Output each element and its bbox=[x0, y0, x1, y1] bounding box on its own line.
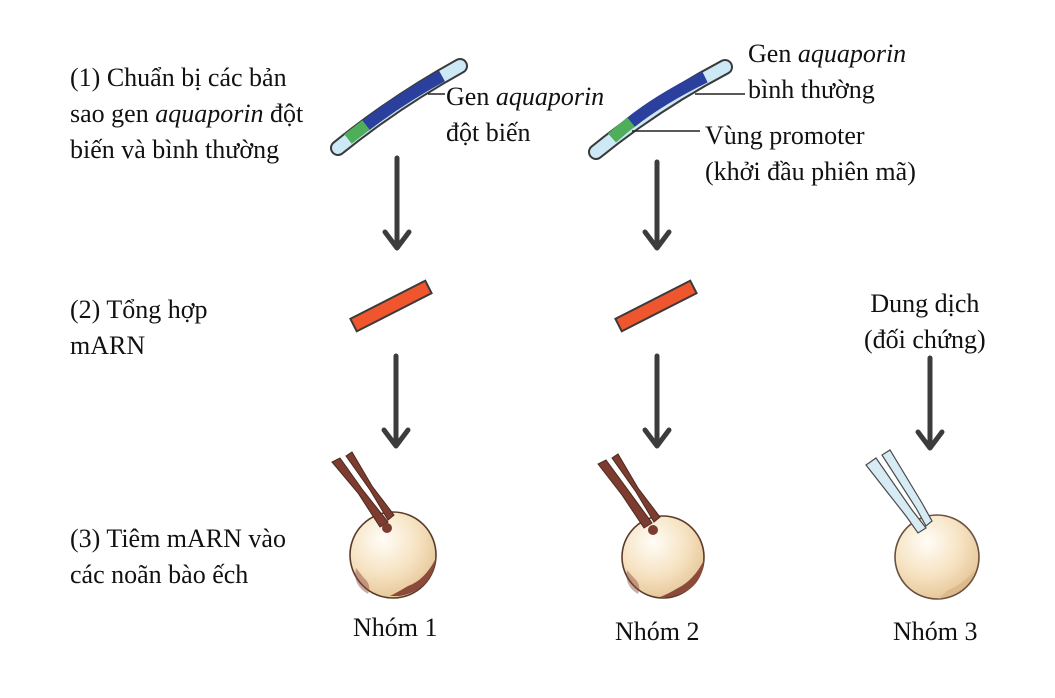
step-3-line-2: các noãn bào ếch bbox=[70, 560, 249, 589]
mutant-gene-label: Gen aquaporin đột biến bbox=[446, 79, 604, 151]
mrna-strand-2 bbox=[614, 279, 698, 333]
dna-strand-mutant bbox=[330, 58, 468, 156]
group-label-1: Nhóm 1 bbox=[353, 613, 438, 642]
step-3-label: (3) Tiêm mARN vào các noãn bào ếch bbox=[70, 521, 286, 593]
step-1-line-2-pre: sao gen bbox=[70, 99, 156, 128]
mrna-strand-1 bbox=[349, 279, 433, 333]
mutant-gene-line-1: Gen aquaporin bbox=[446, 79, 604, 115]
arrow-2-mrna-to-oocyte bbox=[642, 353, 672, 449]
normal-gene-label: Gen aquaporin bình thường bbox=[748, 36, 906, 108]
normal-gene-line-2: bình thường bbox=[748, 75, 875, 104]
group-label-3: Nhóm 3 bbox=[893, 617, 978, 646]
step-1-line-3: biến và bình thường bbox=[70, 135, 280, 164]
control-solution-label: Dung dịch (đối chứng) bbox=[864, 286, 986, 358]
step-1-line-1: (1) Chuẩn bị các bản bbox=[70, 63, 287, 92]
promoter-label: Vùng promoter (khởi đầu phiên mã) bbox=[705, 118, 916, 190]
arrow-1-dna-to-mrna bbox=[382, 155, 412, 251]
step-1-line-2-italic: aquaporin bbox=[155, 99, 264, 128]
normal-gene-line-1: Gen aquaporin bbox=[748, 36, 906, 72]
step-3-line-1: (3) Tiêm mARN vào bbox=[70, 524, 286, 553]
normal-gene-prefix: Gen bbox=[748, 39, 798, 68]
control-line-2: (đối chứng) bbox=[864, 325, 986, 354]
promoter-line-1: Vùng promoter bbox=[705, 121, 865, 150]
step-2-line-1: (2) Tổng hợp bbox=[70, 295, 208, 324]
step-1-label: (1) Chuẩn bị các bản sao gen aquaporin đ… bbox=[70, 60, 303, 168]
promoter-line-2: (khởi đầu phiên mã) bbox=[705, 157, 916, 186]
step-2-label: (2) Tổng hợp mARN bbox=[70, 292, 207, 364]
group-label-2: Nhóm 2 bbox=[615, 617, 700, 646]
arrow-3-control-to-oocyte bbox=[915, 355, 945, 451]
step-2-line-2: mARN bbox=[70, 331, 146, 360]
mutant-gene-prefix: Gen bbox=[446, 82, 496, 111]
oocyte-group-2 bbox=[597, 453, 705, 599]
mutant-gene-line-2: đột biến bbox=[446, 118, 531, 147]
oocyte-group-1 bbox=[331, 451, 437, 599]
control-line-1: Dung dịch bbox=[870, 289, 980, 318]
dna-strand-normal bbox=[588, 59, 733, 160]
oocyte-group-3 bbox=[865, 449, 980, 600]
mutant-gene-italic: aquaporin bbox=[495, 82, 605, 111]
step-1-line-2-post: đột bbox=[263, 99, 304, 128]
arrow-1-mrna-to-oocyte bbox=[381, 353, 411, 449]
step-1-line-2: sao gen aquaporin đột bbox=[70, 96, 303, 132]
normal-gene-italic: aquaporin bbox=[797, 39, 907, 68]
arrow-2-dna-to-mrna bbox=[642, 159, 672, 251]
